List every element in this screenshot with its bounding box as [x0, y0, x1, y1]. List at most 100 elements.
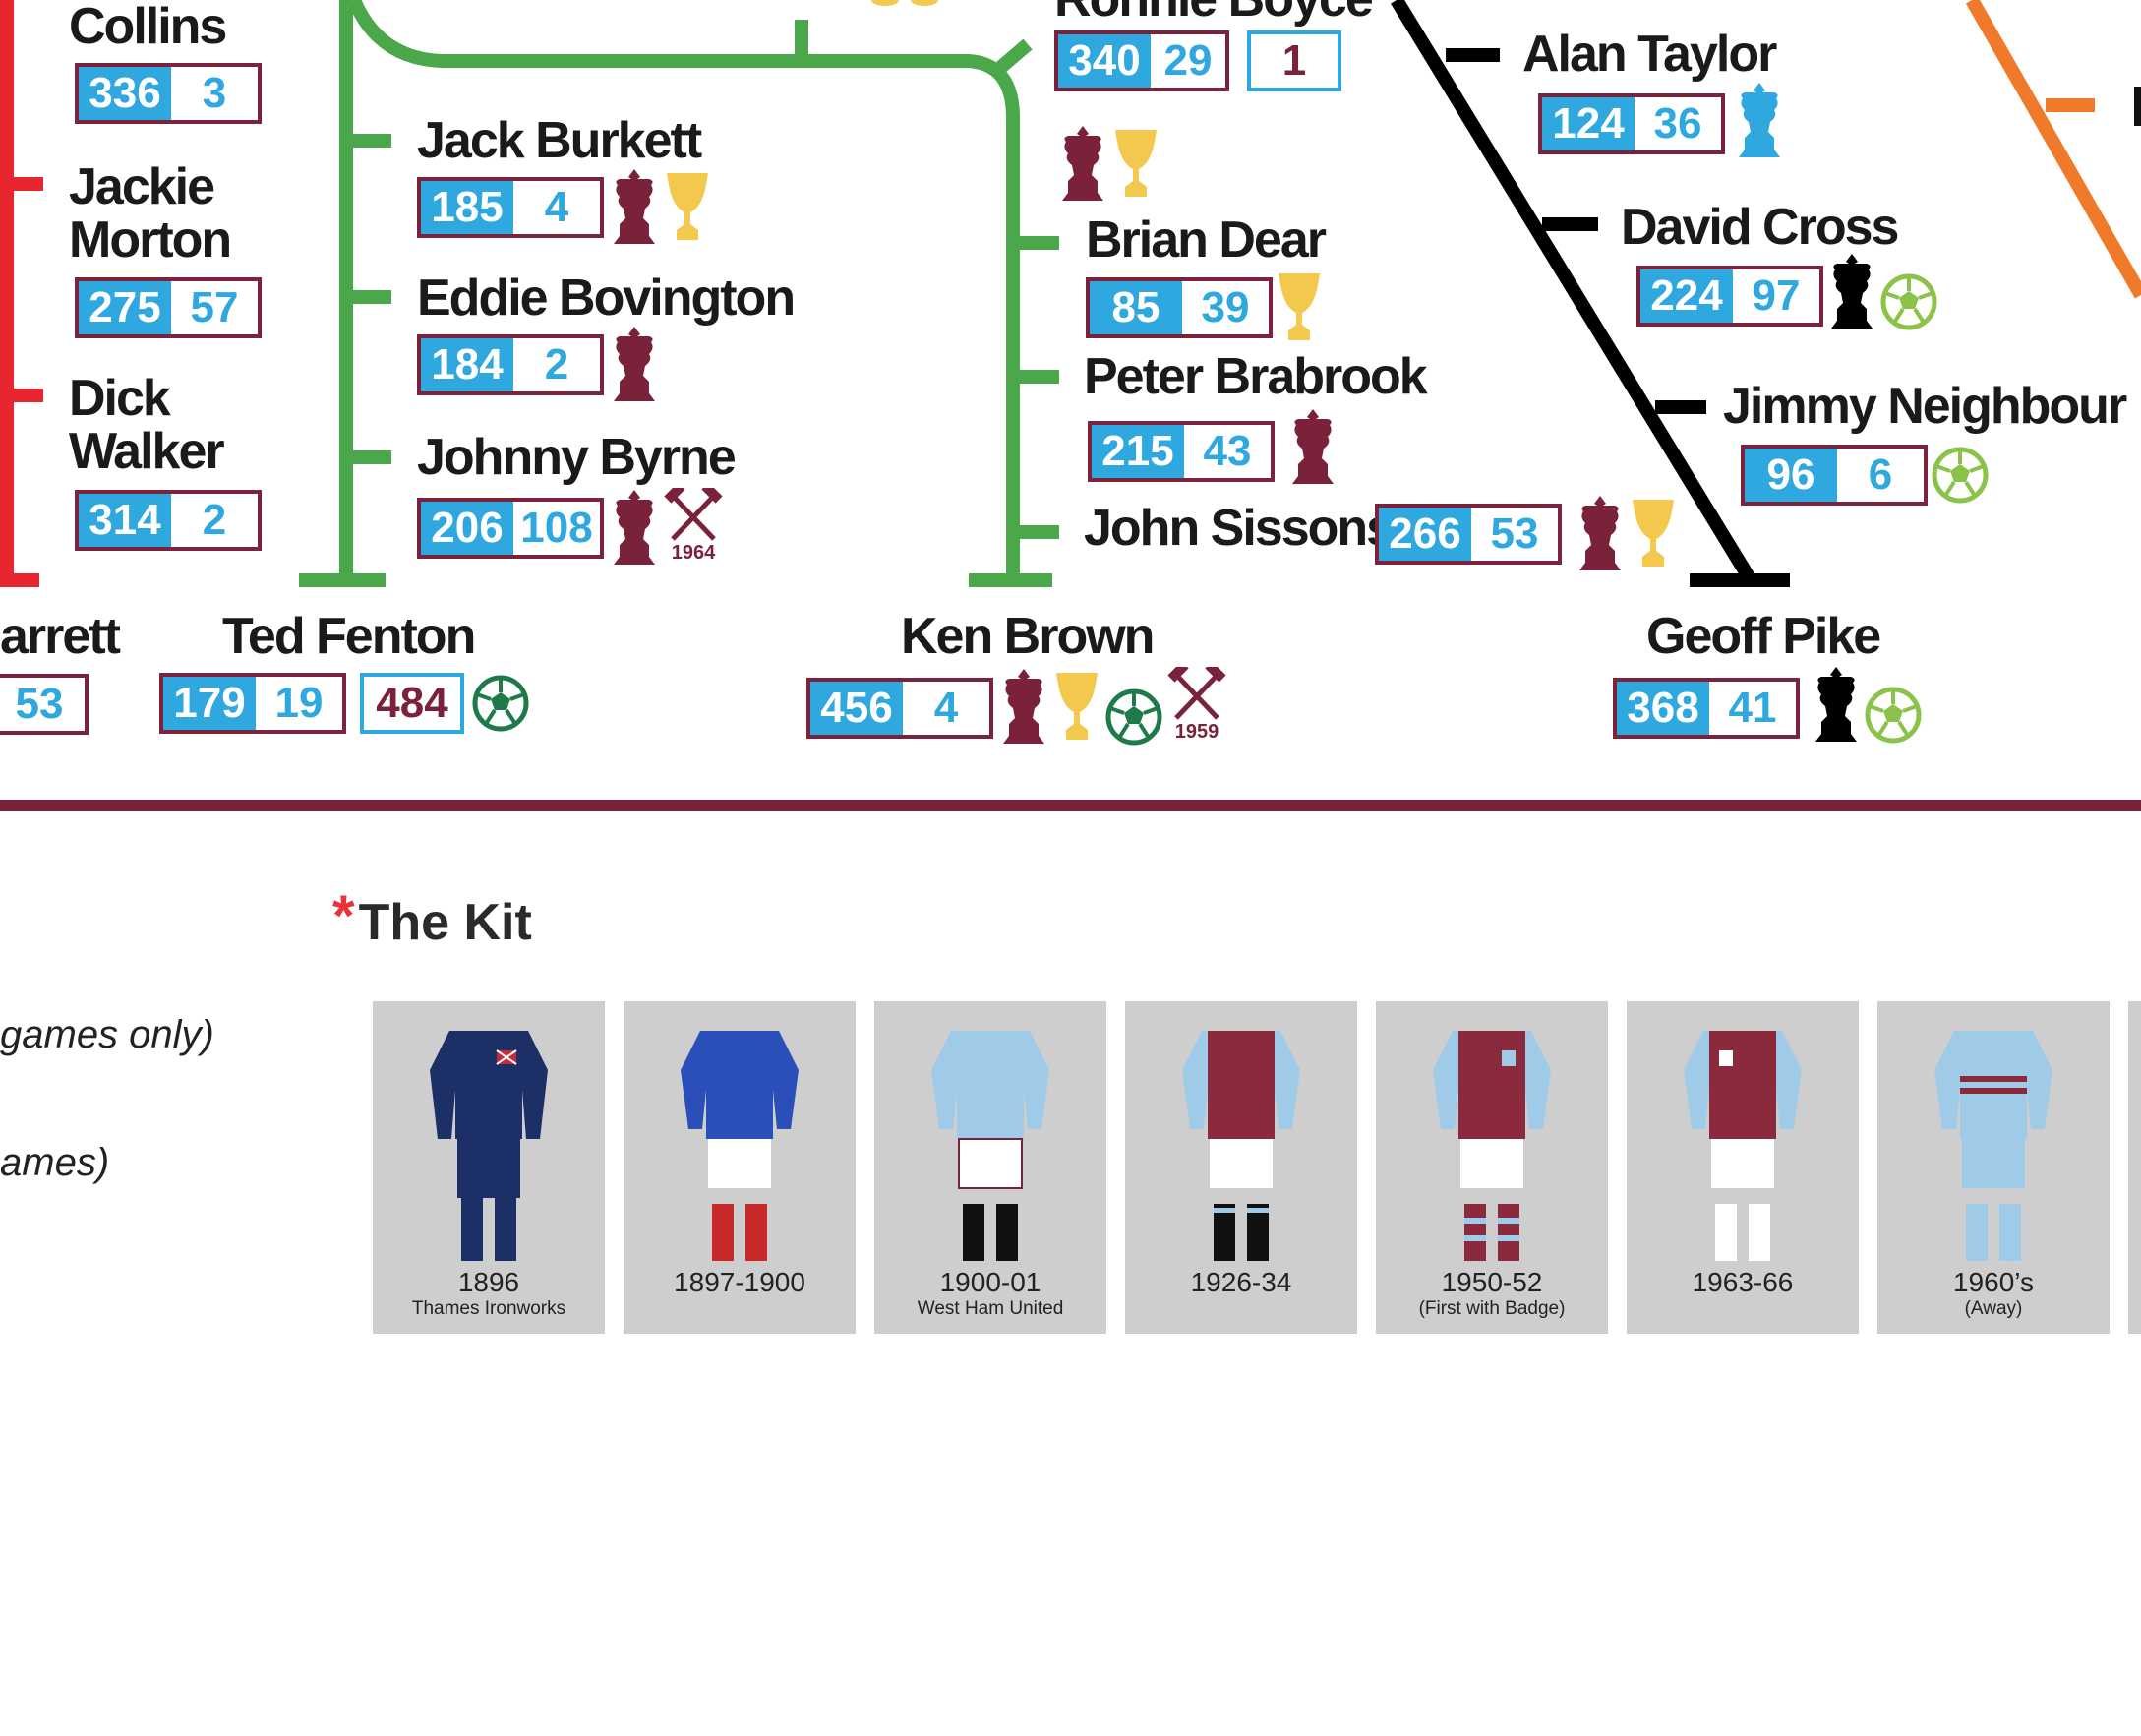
- goals-value: 36: [1653, 99, 1702, 148]
- crossed-hammers-icon: [664, 482, 723, 541]
- goals-value: 39: [1201, 283, 1250, 331]
- hammer-of-the-year: 1964: [663, 482, 724, 567]
- name-line: Walker: [69, 423, 225, 480]
- station-name: Eddie Bovington: [417, 269, 796, 327]
- stat-box: 224 97: [1636, 266, 1823, 327]
- stat-box: 456 4: [806, 678, 993, 739]
- goals-value: 2: [202, 496, 227, 544]
- league-trophy-icon: [1115, 130, 1157, 197]
- fa-cup-icon: [1062, 126, 1103, 201]
- fa-cup-icon: [1579, 496, 1621, 570]
- kit-card: 1897-1900: [624, 1001, 856, 1334]
- kit-card-partial: [2128, 1001, 2141, 1334]
- stat-box: 275 57: [75, 277, 262, 338]
- honours: [610, 167, 712, 246]
- apps-value: 275: [79, 281, 171, 334]
- stat-box: 266 53: [1375, 504, 1562, 565]
- kit-illustration: [1182, 1031, 1300, 1261]
- station-name: Collins: [69, 0, 227, 55]
- kit-year: 1897-1900: [674, 1267, 805, 1297]
- goals-value: 19: [274, 679, 324, 727]
- stat-box: 85 39: [1086, 277, 1273, 338]
- legend-text: games only): [0, 1013, 214, 1056]
- kit-year: 1960’s: [1952, 1267, 2034, 1297]
- stat-box: 368 41: [1613, 678, 1800, 739]
- green-line: [299, 0, 1059, 587]
- fa-cup-icon: [1003, 669, 1044, 744]
- football-icon: [1105, 688, 1162, 746]
- football-icon: [472, 675, 529, 732]
- kit-illustration: [931, 1031, 1049, 1261]
- kit-card: 1963-66: [1627, 1001, 1859, 1334]
- kit-card: 1950-52 (First with Badge): [1376, 1001, 1608, 1334]
- honours: [1576, 494, 1678, 572]
- honours: [472, 675, 529, 732]
- apps-value: 85: [1090, 281, 1182, 334]
- fa-cup-icon: [1739, 83, 1780, 157]
- stat-box: 124 36: [1538, 93, 1725, 154]
- goals-value: 53: [15, 680, 64, 728]
- manager-games-box: 484: [360, 673, 464, 734]
- kit-card: 1960’s (Away): [1877, 1001, 2110, 1334]
- award-year: 1959: [1174, 721, 1219, 743]
- black-line: [1391, 0, 1790, 587]
- cut-name-fragment: [2134, 87, 2141, 126]
- stat-box: 314 2: [75, 490, 262, 551]
- football-icon: [1865, 687, 1922, 744]
- kit-subtitle: (First with Badge): [1418, 1298, 1566, 1319]
- apps-value: 456: [810, 682, 903, 735]
- fa-cup-icon: [614, 169, 655, 244]
- honours: [1812, 665, 1922, 744]
- legend-text: ames): [0, 1141, 110, 1184]
- stat-box: 185 4: [417, 177, 604, 238]
- name-line: Dick: [69, 370, 171, 427]
- fa-cup-icon: [614, 490, 655, 565]
- goals-value: 57: [190, 283, 239, 331]
- apps-value: 184: [421, 338, 513, 391]
- kit-title-text: The Kit: [358, 894, 532, 951]
- fa-cup-icon: [614, 327, 655, 401]
- station-name: Geoff Pike: [1646, 608, 1881, 665]
- award-year: 1964: [671, 542, 716, 564]
- fa-cup-icon: [1292, 409, 1334, 484]
- goals-value: 43: [1203, 427, 1252, 475]
- section-divider: [0, 800, 2141, 811]
- station-name: Ken Brown: [901, 608, 1155, 665]
- stat-box: 179 19: [159, 673, 346, 734]
- cut-trophies-icon: [871, 0, 938, 6]
- orange-line: [1965, 0, 2141, 299]
- apps-value: 185: [421, 181, 513, 234]
- station-name: Alan Taylor: [1522, 26, 1777, 83]
- kit-year: 1963-66: [1692, 1267, 1794, 1297]
- kit-card: 1926-34: [1125, 1001, 1357, 1334]
- apps-value: 266: [1379, 508, 1471, 561]
- honours: [610, 325, 659, 403]
- station-name: arrett: [0, 608, 121, 665]
- goals-value: 97: [1752, 271, 1801, 320]
- stat-box: 53: [0, 674, 89, 735]
- kit-card: 1896 Thames Ironworks: [373, 1001, 605, 1334]
- league-trophy-icon: [1633, 500, 1674, 567]
- apps-value: 206: [421, 502, 513, 555]
- stat-box: 96 6: [1741, 445, 1928, 506]
- station-name: Jackie Morton: [69, 158, 232, 269]
- goals-value: 3: [202, 69, 227, 117]
- kit-year: 1896: [457, 1267, 520, 1297]
- stat-box: 336 3: [75, 63, 262, 124]
- station-name: Dick Walker: [69, 370, 225, 480]
- manager-games-box: 1: [1247, 30, 1341, 91]
- route-map: [0, 0, 2141, 587]
- stat-box: 184 2: [417, 334, 604, 395]
- goals-value: 4: [933, 684, 959, 732]
- honours: [1932, 447, 1989, 504]
- red-line: [0, 0, 43, 587]
- football-icon: [1880, 273, 1937, 330]
- name-line: Jackie: [69, 158, 215, 215]
- name-line: Morton: [69, 211, 232, 269]
- kit-illustration: [1433, 1031, 1551, 1261]
- kit-illustration: [681, 1031, 799, 1261]
- apps-value: 314: [79, 494, 171, 547]
- apps-value: 224: [1640, 269, 1733, 323]
- asterisk-icon: *: [332, 884, 355, 948]
- league-trophy-icon: [667, 173, 708, 240]
